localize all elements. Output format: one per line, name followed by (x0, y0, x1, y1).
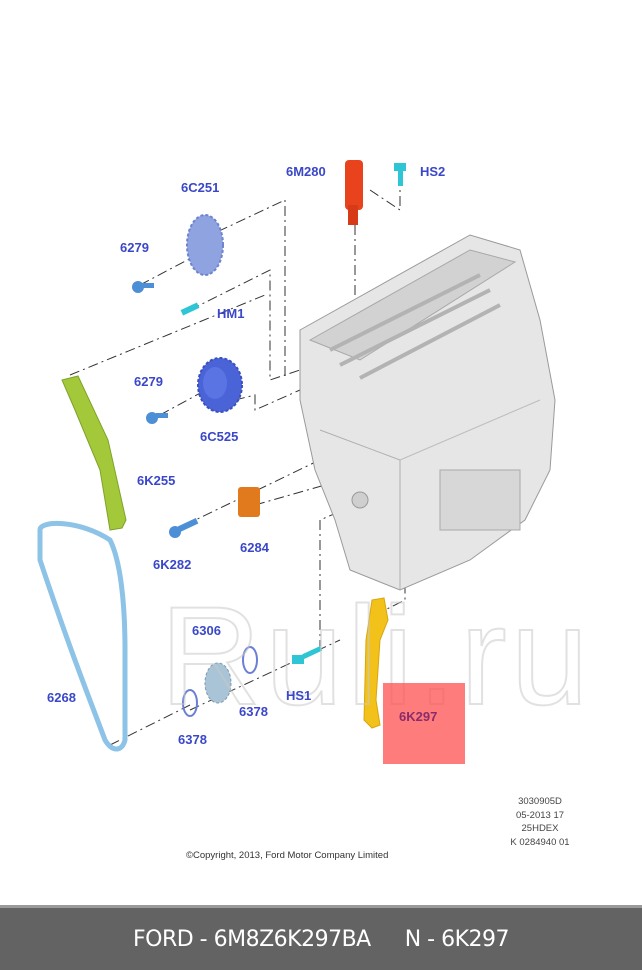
part-6C525 (197, 357, 243, 413)
label-6C251[interactable]: 6C251 (181, 180, 220, 195)
label-6K255[interactable]: 6K255 (137, 473, 176, 488)
label-HS1[interactable]: HS1 (286, 688, 312, 703)
part-6279b (146, 412, 168, 424)
meta-line: 3030905D (518, 796, 562, 807)
label-6C525[interactable]: 6C525 (200, 429, 239, 444)
part-HS2 (394, 163, 406, 186)
diagram-drawing (37, 160, 556, 752)
part-6284 (238, 487, 260, 517)
part-6268 (37, 520, 128, 752)
part-HM1 (180, 302, 200, 316)
label-6268[interactable]: 6268 (47, 690, 76, 705)
engine-block (299, 234, 556, 591)
part-6306 (204, 662, 232, 704)
drawing-metadata: 3030905D 05-2013 17 25HDEX K 0284940 01 (490, 795, 590, 849)
label-6M280[interactable]: 6M280 (286, 164, 326, 179)
part-6C251 (186, 214, 224, 276)
part-6378a (242, 646, 258, 674)
meta-line: K 0284940 01 (510, 836, 570, 848)
part-number: FORD - 6M8Z6K297BA (132, 926, 371, 952)
meta-line: 25HDEX (521, 823, 559, 834)
part-6K255 (61, 375, 127, 531)
label-6K297[interactable]: 6K297 (399, 709, 438, 724)
part-6279a (132, 281, 154, 293)
label-6279-upper[interactable]: 6279 (120, 240, 149, 255)
label-6279-lower[interactable]: 6279 (134, 374, 163, 389)
copyright-notice: ©Copyright, 2013, Ford Motor Company Lim… (186, 850, 389, 861)
part-highlight-6K297 (383, 683, 465, 764)
label-HM1[interactable]: HM1 (217, 306, 245, 321)
part-info-bar: FORD - 6M8Z6K297BA N - 6K297 (0, 905, 642, 970)
part-HS1 (292, 645, 323, 664)
part-6K282 (169, 518, 199, 538)
watermark: Ruli.ru (159, 576, 593, 735)
label-6378-left[interactable]: 6378 (178, 732, 207, 747)
diagram-reference: N - 6K297 (404, 926, 510, 952)
label-6378-right[interactable]: 6378 (239, 704, 268, 719)
label-6K282[interactable]: 6K282 (153, 557, 192, 572)
label-6284[interactable]: 6284 (240, 540, 269, 555)
label-6306[interactable]: 6306 (192, 623, 221, 638)
part-6378b (182, 689, 198, 717)
meta-line: 05-2013 17 (515, 809, 565, 821)
parts-diagram: Ruli.ru 6M280 HS2 6C251 6279 HM1 6279 6C… (37, 160, 593, 861)
label-HS2[interactable]: HS2 (420, 164, 446, 179)
part-6K297 (363, 597, 389, 729)
part-6M280 (345, 160, 363, 225)
